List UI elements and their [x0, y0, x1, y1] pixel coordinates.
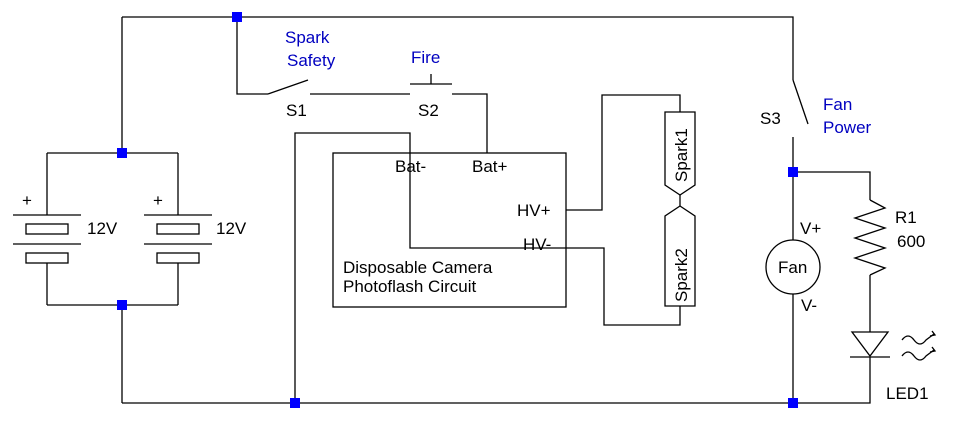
s1-label: S1	[286, 101, 307, 120]
circuit-label-line1: Disposable Camera	[343, 258, 493, 277]
r1-value-label: 600	[897, 232, 925, 251]
wire-s2-batplus	[452, 93, 488, 153]
junction-dot	[290, 398, 300, 408]
junction-dot	[117, 148, 127, 158]
led-1	[850, 330, 937, 384]
junction-dot	[788, 398, 798, 408]
junction-dot	[788, 167, 798, 177]
fire-label: Fire	[411, 48, 440, 67]
junction-dot	[232, 12, 242, 22]
led1-label: LED1	[886, 384, 929, 403]
v-minus-label: V-	[801, 296, 817, 315]
battery2-voltage-label: 12V	[216, 219, 247, 238]
battery1-plus-label: +	[22, 191, 32, 210]
photoflash-circuit-block	[332, 152, 567, 308]
s3-label: S3	[760, 109, 781, 128]
spark2-label: Spark2	[672, 248, 691, 302]
resistor-r1	[852, 199, 888, 276]
battery-1	[13, 214, 81, 264]
spark-gap-1	[664, 111, 696, 196]
wire-hvplus-spark1	[566, 94, 681, 211]
bat-minus-label: Bat-	[395, 157, 426, 176]
r1-label: R1	[895, 208, 917, 227]
fan-power-label-line1: Fan	[823, 95, 852, 114]
spark1-label: Spark1	[672, 128, 691, 182]
battery1-voltage-label: 12V	[87, 219, 118, 238]
hv-minus-label: HV-	[523, 235, 551, 254]
pushbutton-s2	[410, 74, 452, 85]
fan-motor	[765, 239, 821, 295]
junction-dot	[117, 300, 127, 310]
wire-bottom-rail	[122, 384, 871, 404]
wire-batminus-loop	[294, 132, 681, 403]
s2-label: S2	[418, 101, 439, 120]
wires	[46, 16, 871, 404]
wire-node-to-r1	[793, 171, 871, 200]
v-plus-label: V+	[800, 219, 821, 238]
wire-top-rail	[122, 16, 794, 80]
spark-safety-label-line2: Safety	[287, 51, 336, 70]
fan-label: Fan	[778, 258, 807, 277]
spark-gap-2	[664, 205, 696, 307]
switch-s3	[792, 79, 809, 125]
fan-power-label-line2: Power	[823, 118, 872, 137]
junctions	[117, 12, 798, 408]
battery-2	[144, 214, 212, 264]
battery2-plus-label: +	[153, 191, 163, 210]
bat-plus-label: Bat+	[472, 157, 508, 176]
hv-plus-label: HV+	[517, 201, 551, 220]
switch-s1	[267, 79, 309, 95]
spark-safety-label-line1: Spark	[285, 28, 330, 47]
wire-to-s1	[236, 17, 268, 95]
circuit-label-line2: Photoflash Circuit	[343, 277, 477, 296]
